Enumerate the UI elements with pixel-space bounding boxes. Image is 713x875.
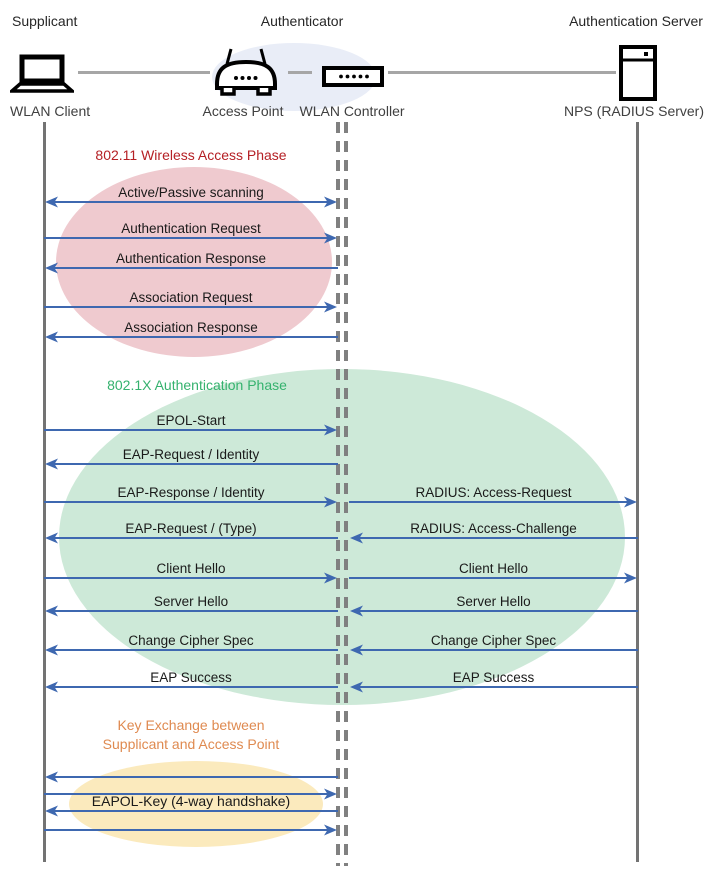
message-label: Server Hello (153, 594, 229, 609)
msg-eapol-key-4 (44, 823, 338, 837)
message-label: Client Hello (156, 561, 226, 576)
msg-eapol-key-3: EAPOL-Key (4-way handshake) (44, 793, 338, 818)
message-label: Client Hello (458, 561, 529, 576)
phase3-title-line2: Supplicant and Access Point (102, 736, 280, 752)
server-icon (619, 45, 657, 106)
message-label: Change Cipher Spec (128, 633, 254, 648)
phase2-title: 802.1X Authentication Phase (107, 377, 287, 393)
phase1-title: 802.11 Wireless Access Phase (95, 147, 287, 163)
msg-client-hello-right: Client Hello (349, 561, 638, 585)
device-label-nps-radius-server: NPS (RADIUS Server) (563, 103, 705, 119)
msg-scanning: Active/Passive scanning (44, 185, 338, 209)
connector-client-ap (78, 71, 210, 74)
lifeline-nps-server (636, 122, 639, 862)
msg-client-hello-left: Client Hello (44, 561, 338, 585)
phase3-title-line1: Key Exchange between (117, 717, 265, 733)
msg-authentication-request: Authentication Request (44, 221, 338, 245)
access-point-icon (213, 48, 279, 103)
message-label: EPOL-Start (156, 413, 226, 428)
wlan-controller-icon (322, 66, 384, 92)
msg-radius-access-request: RADIUS: Access-Request (349, 485, 638, 509)
msg-eap-request-identity: EAP-Request / Identity (44, 447, 338, 471)
message-label: EAPOL-Key (4-way handshake) (91, 793, 291, 809)
lifeline-wlan-controller-dash-left (336, 122, 340, 866)
msg-eap-success-right: EAP Success (349, 670, 638, 694)
message-label: EAP Success (150, 670, 232, 685)
msg-eapol-key-1 (44, 770, 338, 784)
msg-radius-access-challenge: RADIUS: Access-Challenge (349, 521, 638, 545)
role-authenticator: Authenticator (260, 13, 344, 29)
message-label: Association Response (124, 320, 258, 335)
device-label-wlan-client: WLAN Client (10, 103, 91, 119)
message-label: EAP-Request / Identity (122, 447, 260, 462)
message-label: RADIUS: Access-Request (415, 485, 572, 500)
role-supplicant: Supplicant (12, 13, 78, 29)
msg-association-response: Association Response (44, 320, 338, 344)
msg-association-request: Association Request (44, 290, 338, 314)
phase3-title: Key Exchange between Supplicant and Acce… (44, 716, 338, 754)
lifeline-wlan-client (43, 122, 46, 862)
msg-eap-response-identity: EAP-Response / Identity (44, 485, 338, 509)
message-label: Authentication Response (115, 251, 267, 266)
phase1-ellipse (56, 167, 332, 357)
message-label: Server Hello (456, 594, 531, 609)
msg-change-cipher-spec-right: Change Cipher Spec (349, 633, 638, 657)
connector-ap-controller (288, 71, 312, 74)
connector-controller-server (388, 71, 616, 74)
message-label: RADIUS: Access-Challenge (410, 521, 577, 536)
laptop-icon (7, 54, 77, 99)
msg-server-hello-left: Server Hello (44, 594, 338, 618)
message-label: EAP Success (452, 670, 535, 685)
message-label: Association Request (129, 290, 253, 305)
msg-authentication-response: Authentication Response (44, 251, 338, 275)
role-authentication-server: Authentication Server (569, 13, 703, 29)
message-label: Change Cipher Spec (430, 633, 557, 648)
msg-epol-start: EPOL-Start (44, 413, 338, 437)
message-label: Active/Passive scanning (118, 185, 264, 200)
msg-eap-success-left: EAP Success (44, 670, 338, 694)
message-label: Authentication Request (121, 221, 261, 236)
lifeline-wlan-controller-dash-right (344, 122, 348, 866)
message-label: EAP-Request / (Type) (125, 521, 257, 536)
msg-eap-request-type: EAP-Request / (Type) (44, 521, 338, 545)
message-label: EAP-Response / Identity (117, 485, 265, 500)
device-label-wlan-controller: WLAN Controller (299, 103, 405, 119)
msg-eapol-key-2 (44, 787, 338, 801)
phase3-ellipse (69, 761, 323, 847)
msg-server-hello-right: Server Hello (349, 594, 638, 618)
device-label-access-point: Access Point (202, 103, 284, 119)
msg-change-cipher-spec-left: Change Cipher Spec (44, 633, 338, 657)
